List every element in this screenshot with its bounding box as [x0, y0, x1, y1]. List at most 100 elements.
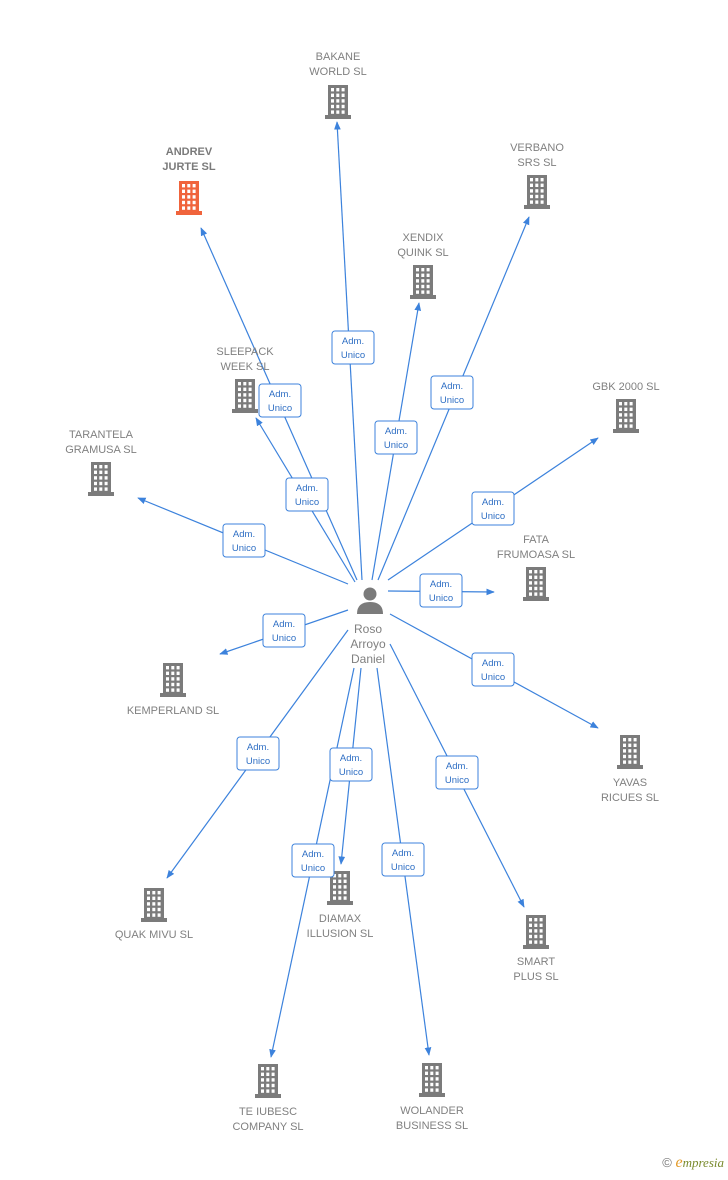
- company-name-line: WORLD SL: [309, 66, 366, 78]
- edge-role-text: Unico: [481, 672, 505, 683]
- company-name-line: JURTE SL: [162, 161, 215, 173]
- edge-badge-box: [222, 523, 266, 558]
- company-name-line: GBK 2000 SL: [592, 381, 659, 393]
- edge-role-text: Adm.: [340, 753, 362, 764]
- company-name-line: QUAK MIVU SL: [115, 929, 193, 941]
- company-node-bakane[interactable]: BAKANE WORLD SL: [309, 51, 367, 119]
- company-node-yavas[interactable]: YAVAS RICUES SL: [601, 735, 659, 804]
- copyright-icon: ©: [662, 1155, 672, 1170]
- company-name-line: KEMPERLAND SL: [127, 705, 219, 717]
- company-node-fata[interactable]: FATA FRUMOASA SL: [497, 534, 575, 601]
- company-name-line: QUINK SL: [397, 247, 448, 259]
- edge-role-text: Adm.: [430, 579, 452, 590]
- edge-role-text: Adm.: [269, 389, 291, 400]
- building-icon: [141, 888, 167, 922]
- building-icon: [613, 399, 639, 433]
- building-icon: [88, 462, 114, 496]
- edge-role-text: Adm.: [296, 483, 318, 494]
- company-name-line: FATA: [523, 534, 550, 546]
- edge-badge-box: [374, 420, 418, 455]
- company-node-teiubesc[interactable]: TE IUBESC COMPANY SL: [232, 1064, 304, 1133]
- company-node-diamax[interactable]: DIAMAX ILLUSION SL: [307, 871, 374, 940]
- person-name-line: Roso: [354, 622, 382, 636]
- edge-badge-box: [435, 755, 479, 790]
- edge-badge-box: [285, 477, 329, 512]
- edge-badge-box: [471, 491, 515, 526]
- company-name-line: TARANTELA: [69, 429, 134, 441]
- company-name-line: SLEEPACK: [216, 346, 274, 358]
- edge-badge-box: [291, 843, 335, 878]
- company-name-line: SMART: [517, 956, 556, 968]
- person-name-line: Arroyo: [350, 637, 386, 651]
- building-icon: [255, 1064, 281, 1098]
- building-icon: [617, 735, 643, 769]
- edge-role-badge: Adm.Unico: [331, 330, 375, 365]
- edge-role-badge: Adm. Unico: [285, 477, 329, 512]
- edge-role-text: Adm.: [392, 848, 414, 859]
- edge-role-text: Unico: [268, 403, 292, 414]
- edge-role-badge: Adm.Unico: [381, 842, 425, 877]
- company-node-tarantela[interactable]: TARANTELA GRAMUSA SL: [65, 429, 137, 496]
- company-name-line: YAVAS: [613, 777, 647, 789]
- edge-role-badge: Adm.Unico: [435, 755, 479, 790]
- company-name-line: COMPANY SL: [232, 1121, 303, 1133]
- edge-role-text: Adm.: [446, 761, 468, 772]
- edge-role-text: Unico: [339, 767, 363, 778]
- company-name-line: ANDREV: [166, 146, 213, 158]
- company-node-quak[interactable]: QUAK MIVU SL: [115, 888, 193, 941]
- edge-role-badge: Adm. Unico: [374, 420, 418, 455]
- company-node-kemperland[interactable]: KEMPERLAND SL: [127, 663, 219, 717]
- edge-role-text: Adm.: [482, 497, 504, 508]
- edge-role-badge: Adm. Unico: [471, 491, 515, 526]
- building-icon: [524, 175, 550, 209]
- edge-role-badge: Adm. Unico: [329, 747, 373, 782]
- edge-role-text: Adm.: [302, 849, 324, 860]
- footer-brand[interactable]: © empresia: [662, 1154, 724, 1172]
- edge-badge-box: [430, 375, 474, 410]
- company-name-line: GRAMUSA SL: [65, 444, 137, 456]
- edge-role-badge: Adm. Unico: [291, 843, 335, 878]
- company-node-gbk[interactable]: GBK 2000 SL: [592, 381, 660, 433]
- edge-badge-box: [381, 842, 425, 877]
- edge-role-text: Adm.: [273, 619, 295, 630]
- edge-role-badge: Adm.Unico: [222, 523, 266, 558]
- edge-role-text: Unico: [301, 863, 325, 874]
- edge-badge-box: [262, 613, 306, 648]
- edge-role-text: Unico: [272, 633, 296, 644]
- edge-role-badge: Adm.Unico: [236, 736, 280, 771]
- company-name-line: BAKANE: [316, 51, 361, 63]
- edge-role-text: Adm.: [247, 742, 269, 753]
- edge-role-badge: Adm. Unico: [258, 383, 302, 418]
- company-name-line: DIAMAX: [319, 913, 362, 925]
- edge-badge-box: [331, 330, 375, 365]
- edge-role-badge: Adm. Unico: [262, 613, 306, 648]
- empresia-logo: empresia: [675, 1154, 724, 1171]
- edge-role-text: Unico: [429, 593, 453, 604]
- edge-role-text: Unico: [481, 511, 505, 522]
- company-name-line: TE IUBESC: [239, 1106, 297, 1118]
- company-name-line: ILLUSION SL: [307, 928, 374, 940]
- building-icon: [523, 915, 549, 949]
- edge-badge-box: [236, 736, 280, 771]
- company-name-line: FRUMOASA SL: [497, 549, 575, 561]
- company-name-line: RICUES SL: [601, 792, 659, 804]
- edge-role-text: Adm.: [233, 529, 255, 540]
- company-node-andrev[interactable]: ANDREV JURTE SL: [162, 146, 216, 215]
- edge-role-text: Adm.: [385, 426, 407, 437]
- edge-role-text: Adm.: [482, 658, 504, 669]
- building-icon: [232, 379, 258, 413]
- building-icon: [325, 85, 351, 119]
- building-icon: [327, 871, 353, 905]
- edge-role-text: Unico: [440, 395, 464, 406]
- edge-role-text: Unico: [295, 497, 319, 508]
- edge-badge-box: [419, 573, 463, 608]
- edge-role-text: Unico: [384, 440, 408, 451]
